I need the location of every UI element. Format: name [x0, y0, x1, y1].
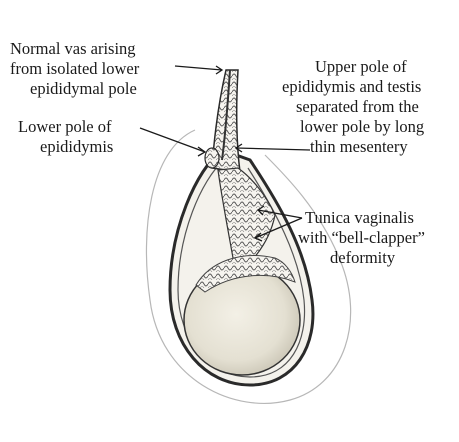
pointer-upper-pole [236, 144, 310, 152]
label-vas-line-1: Normal vas arising [10, 39, 136, 58]
label-vas-line-2: from isolated lower [10, 59, 140, 78]
label-upper-pole-line-1: Upper pole of [315, 57, 407, 76]
label-upper-pole-line-2: epididymis and testis [282, 77, 421, 96]
lower-epididymal-pole [205, 148, 219, 168]
pointer-vas [175, 66, 222, 74]
label-upper-pole-line-4: lower pole by long [300, 117, 424, 136]
label-upper-pole-line-3: separated from the [296, 97, 419, 116]
label-tunica-line-3: deformity [330, 248, 396, 267]
label-lower-pole-line-1: Lower pole of [18, 117, 112, 136]
label-tunica-line-1: Tunica vaginalis [305, 208, 414, 227]
label-vas-line-3: epididymal pole [30, 79, 137, 98]
pointer-lower-pole [140, 128, 205, 156]
label-upper-pole-line-5: thin mesentery [310, 137, 408, 156]
label-tunica-line-2: with “bell-clapper” [298, 228, 425, 247]
label-lower-pole-line-2: epididymis [40, 137, 113, 156]
